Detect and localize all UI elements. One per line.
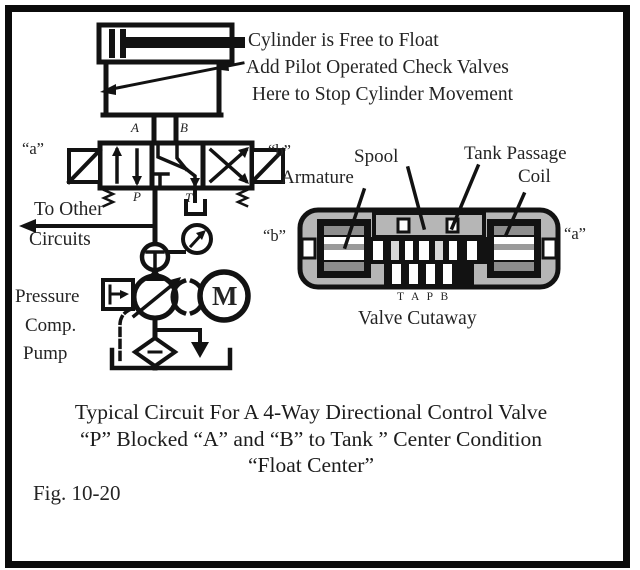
pump-label-line3: Pump — [23, 343, 68, 364]
cylinder-symbol — [96, 22, 245, 65]
motor-symbol — [170, 269, 251, 323]
cutaway-label-coil: Coil — [518, 166, 551, 187]
valve-port-a-label: A — [131, 120, 139, 135]
pump-label-line2: Comp. — [25, 315, 77, 336]
solenoid-a-label: “a” — [22, 139, 44, 158]
cylinder-piping — [100, 59, 224, 146]
check-valve-symbol — [139, 241, 171, 273]
to-other-circuits-line2: Circuits — [29, 229, 91, 250]
pressure-line — [19, 185, 158, 247]
figure-caption-line1: Typical Circuit For A 4-Way Directional … — [74, 400, 548, 424]
tank-passage-leader — [449, 163, 481, 231]
tank-symbol-main — [109, 347, 233, 371]
cutaway-leader-lines — [342, 163, 527, 250]
coil-leader — [503, 191, 527, 238]
tank-symbol-valve — [184, 186, 207, 216]
pump-label-line1: Pressure — [15, 286, 80, 307]
return-lines — [109, 306, 233, 371]
spool-leader — [405, 165, 427, 231]
cutaway-label-tank-passage: Tank Passage — [464, 143, 567, 164]
figure-number: Fig. 10-20 — [33, 481, 121, 505]
note-cylinder-free: Cylinder is Free to Float — [248, 30, 439, 51]
valve-port-p-label: P — [133, 189, 141, 204]
cutaway-caption: Valve Cutaway — [358, 308, 477, 329]
valve-port-b-label: B — [180, 120, 188, 135]
check-valve-leader-arrow — [100, 61, 245, 95]
armature-leader — [342, 187, 367, 250]
figure-caption-line3: “Float Center” — [248, 453, 374, 477]
motor-letter: M — [212, 281, 238, 311]
figure-caption-line2: “P” Blocked “A” and “B” to Tank ” Center… — [79, 427, 543, 451]
pump-symbol — [101, 268, 181, 321]
note-add-check-valves-1: Add Pilot Operated Check Valves — [246, 57, 509, 78]
figure-border — [5, 5, 630, 568]
cutaway-end-a-label: “a” — [564, 224, 586, 243]
to-other-circuits-line1: To Other — [34, 199, 104, 220]
cutaway-label-armature: Armature — [281, 167, 354, 188]
valve-cutaway-graphic — [297, 207, 561, 290]
gauge-symbol — [153, 223, 213, 255]
cutaway-ports-label: T A P B — [397, 291, 451, 303]
solenoid-b-label: “b” — [268, 141, 291, 160]
cutaway-label-spool: Spool — [354, 146, 399, 167]
directional-valve-symbol — [66, 140, 286, 208]
valve-port-t-label: T — [185, 190, 193, 205]
note-add-check-valves-2: Here to Stop Cylinder Movement — [252, 84, 514, 105]
cutaway-end-b-label: “b” — [263, 226, 286, 245]
